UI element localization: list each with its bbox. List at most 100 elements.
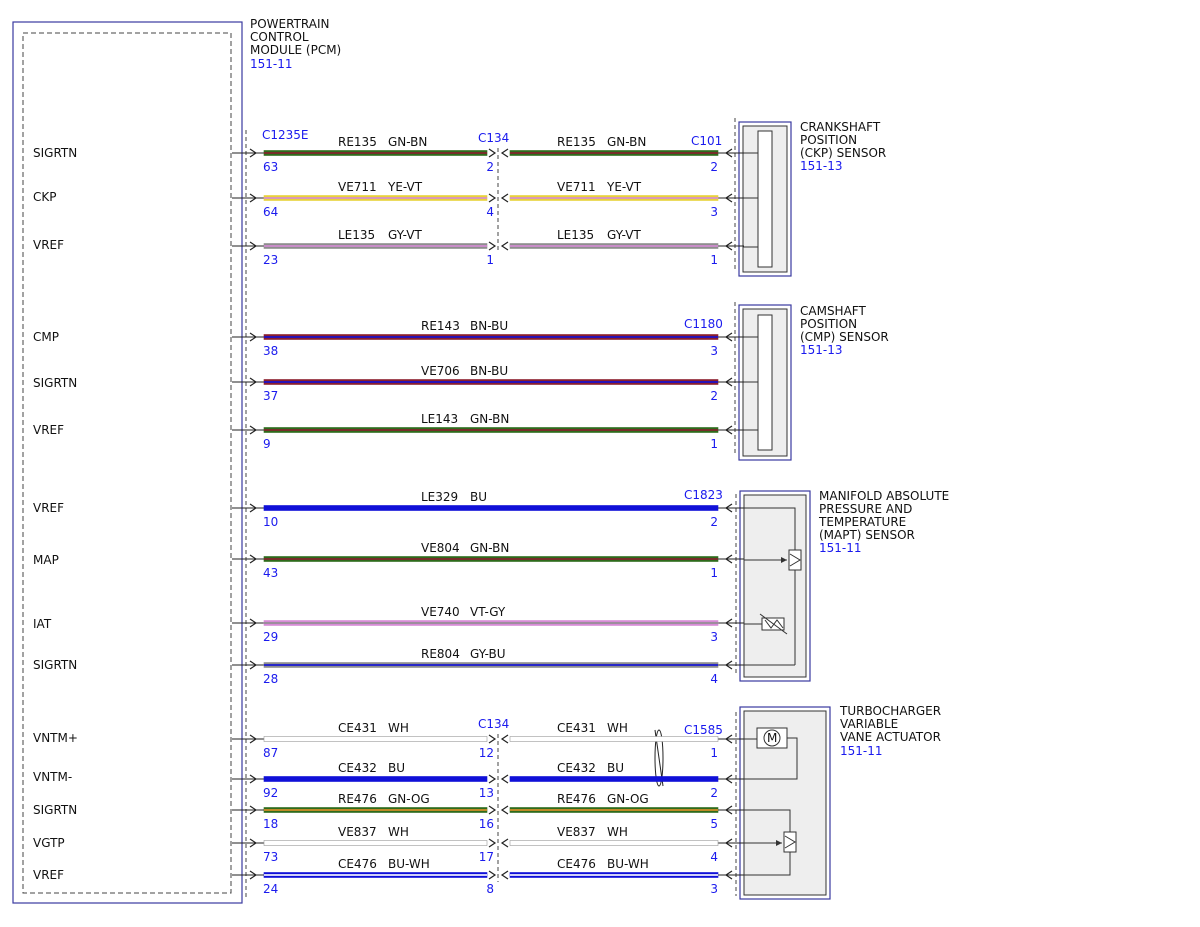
pcm-pin-label: VNTM- (33, 770, 72, 784)
pin-arrow-icon (488, 805, 497, 815)
pin-arrow-icon (724, 660, 733, 670)
pin-arrow-icon (488, 774, 497, 784)
circuit-id: VE804 (421, 541, 460, 555)
wire-color-code: BU-WH (607, 857, 649, 871)
inline-pin-number: 8 (486, 882, 494, 896)
pcm-title-line-2: CONTROL (250, 30, 309, 44)
inline-pin-number: 2 (486, 160, 494, 174)
pin-arrow-icon (724, 618, 733, 628)
inline-pin-number: 13 (479, 786, 494, 800)
mapt-name-line-4: (MAPT) SENSOR (819, 528, 915, 542)
pcm-pin-number: 38 (263, 344, 278, 358)
component-pin-number: 4 (710, 672, 718, 686)
component-pin-number: 2 (710, 786, 718, 800)
wire-right (509, 807, 719, 813)
pin-arrow-icon (724, 774, 733, 784)
pin-arrow-icon (500, 193, 509, 203)
pin-arrow-icon (249, 838, 258, 848)
pcm-pin-number: 64 (263, 205, 278, 219)
wire-right (509, 736, 719, 742)
wire (263, 662, 719, 668)
pcm-connector-label: C1235E (262, 128, 309, 142)
wire-stripe (264, 558, 718, 560)
pcm-pin-label: VREF (33, 423, 64, 437)
pin-arrow-icon (249, 554, 258, 564)
pin-arrow-icon (249, 660, 258, 670)
cmp-name-line-3: (CMP) SENSOR (800, 330, 889, 344)
pin-arrow-icon (724, 377, 733, 387)
cmp-ref: 151-13 (800, 343, 843, 357)
pcm-pin-label: CMP (33, 330, 59, 344)
pcm-pin-number: 10 (263, 515, 278, 529)
circuit-id: LE135 (338, 228, 375, 242)
wire-color-code: BN-BU (470, 319, 508, 333)
pin-arrow-icon (249, 332, 258, 342)
wire-color-code: GN-BN (388, 135, 427, 149)
wire-right (509, 872, 719, 878)
component-pin-number: 5 (710, 817, 718, 831)
wire-color-code: BU (607, 761, 624, 775)
pin-arrow-icon (488, 193, 497, 203)
pcm-pin-number: 9 (263, 437, 271, 451)
component-pin-number: 2 (710, 515, 718, 529)
wire-color-code: VT-GY (470, 605, 506, 619)
pcm-pin-number: 63 (263, 160, 278, 174)
wire-color-code: BU-WH (388, 857, 430, 871)
wire-left (263, 150, 488, 156)
pin-arrow-icon (724, 193, 733, 203)
pin-arrow-icon (724, 734, 733, 744)
wire-color-code: GN-OG (607, 792, 649, 806)
wire-right (509, 776, 719, 782)
pin-arrow-icon (724, 332, 733, 342)
pin-arrow-icon (724, 148, 733, 158)
pcm-pin-label: SIGRTN (33, 658, 77, 672)
pcm-pin-label: CKP (33, 190, 56, 204)
wire-color-code: WH (607, 721, 628, 735)
circuit-id: RE476 (557, 792, 596, 806)
mapt-name-line-3: TEMPERATURE (818, 515, 906, 529)
pcm-title-line-1: POWERTRAIN (250, 17, 330, 31)
inline-connector-c134-bottom: C134 (478, 717, 509, 882)
wire-stripe (264, 664, 718, 666)
pcm-ref: 151-11 (250, 57, 293, 71)
circuit-id: VE711 (557, 180, 596, 194)
inline-pin-number: 1 (486, 253, 494, 267)
pcm-pin-number: 37 (263, 389, 278, 403)
pin-arrow-icon (500, 838, 509, 848)
wire-left (263, 807, 488, 813)
turbo-name-line-2: VARIABLE (840, 717, 898, 731)
motor-symbol: M (767, 731, 777, 745)
pcm-title-line-3: MODULE (PCM) (250, 43, 341, 57)
turbo-connector-label: C1585 (684, 723, 723, 737)
wire (263, 334, 719, 340)
wire-stripe (510, 245, 718, 247)
pcm-pin-number: 23 (263, 253, 278, 267)
pcm-pin-number: 28 (263, 672, 278, 686)
wire-segment (509, 776, 719, 782)
wire-right (509, 840, 719, 846)
pcm-pin-number: 18 (263, 817, 278, 831)
wire-color-code: BU (470, 490, 487, 504)
turbo-actuator: C1585 M TURBOCHARGER VARIABLE VANE ACTUA… (684, 704, 941, 900)
pin-arrow-icon (724, 554, 733, 564)
wire-color-code: GN-BN (470, 412, 509, 426)
wire-stripe (264, 336, 718, 338)
wire-stripe (264, 622, 718, 624)
wire-right (509, 150, 719, 156)
wire-left (263, 840, 488, 846)
pin-arrow-icon (488, 870, 497, 880)
wire (263, 556, 719, 562)
pin-arrow-icon (500, 774, 509, 784)
wire-segment (263, 736, 488, 742)
pin-arrow-icon (500, 241, 509, 251)
pcm-pin-number: 29 (263, 630, 278, 644)
motor-icon (763, 729, 781, 747)
pin-arrow-icon (249, 870, 258, 880)
pcm-pin-label: IAT (33, 617, 52, 631)
component-pin-number: 3 (710, 344, 718, 358)
inline-connector-c134-top: C134 (478, 131, 509, 252)
pcm-pin-label: VNTM+ (33, 731, 78, 745)
wire-segment (509, 840, 719, 846)
mapt-name-line-2: PRESSURE AND (819, 502, 912, 516)
